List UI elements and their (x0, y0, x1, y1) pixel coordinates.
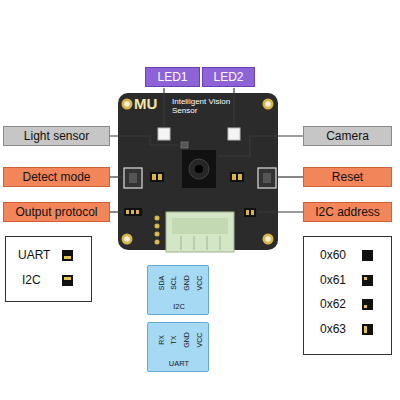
protocol-key-box: UART I2C (5, 236, 92, 302)
jumper-icon (62, 250, 73, 286)
led-part (228, 128, 240, 140)
callout-label: LED1 (157, 70, 187, 84)
camera-module (182, 150, 216, 188)
leader-line (278, 176, 303, 177)
key-label: 0x61 (320, 273, 346, 287)
pin-name: GND (183, 275, 190, 291)
pin-name: GND (183, 332, 190, 348)
pin-holes (155, 216, 160, 245)
key-label: 0x60 (320, 248, 346, 262)
detect-mode-button (124, 168, 142, 188)
pinout-box: RX TX GND VCC UART (147, 322, 209, 372)
board-name: Intelligent Vision Sensor (172, 97, 234, 115)
pin-name: SDA (158, 276, 165, 290)
reset-button (258, 168, 276, 188)
pinout-box: SDA SCL GND VCC I2C (147, 265, 209, 315)
callout-label: Output protocol (15, 205, 97, 219)
protocol-name: I2C (173, 303, 185, 311)
key-label: 0x62 (320, 297, 346, 311)
logo-text: MU (134, 95, 157, 112)
control-callout: Output protocol (3, 202, 110, 222)
pin-name: TX (170, 336, 177, 345)
leader-line (110, 176, 122, 177)
callout-label: LED2 (213, 70, 243, 84)
control-callout: I2C address (303, 202, 392, 222)
part-callout: Camera (303, 126, 392, 146)
pin-name: VCC (196, 276, 203, 291)
callout-label: Light sensor (24, 129, 89, 143)
control-callout: Detect mode (3, 167, 110, 187)
jumper-icon (362, 250, 373, 335)
leader-line (258, 211, 303, 212)
key-label: I2C (22, 273, 41, 287)
protocol-name: UART (169, 360, 189, 368)
control-callout: Reset (303, 167, 392, 187)
callout-label: Reset (332, 170, 363, 184)
pin-name: SCL (170, 276, 177, 290)
led-callout: LED2 (202, 67, 255, 87)
leader-line (163, 88, 164, 126)
pin-name: VCC (196, 333, 203, 348)
callout-label: I2C address (315, 205, 380, 219)
leader-line (110, 136, 179, 145)
leader-line (233, 88, 234, 126)
pin-name: RX (158, 335, 165, 345)
address-key-box: 0x60 0x61 0x62 0x63 (303, 236, 392, 355)
mounting-holes (122, 99, 274, 245)
key-label: UART (18, 248, 50, 262)
led-part (158, 128, 170, 140)
jumper-pads (124, 172, 256, 217)
led-callout: LED1 (145, 67, 200, 87)
cable-connector (166, 212, 234, 252)
part-callout: Light sensor (3, 126, 110, 146)
light-sensor-chip (181, 142, 188, 148)
key-label: 0x63 (320, 322, 346, 336)
leader-line (110, 211, 122, 212)
callout-label: Camera (326, 129, 369, 143)
pcb-board (118, 93, 278, 250)
leader-line (218, 136, 303, 156)
callout-label: Detect mode (22, 170, 90, 184)
